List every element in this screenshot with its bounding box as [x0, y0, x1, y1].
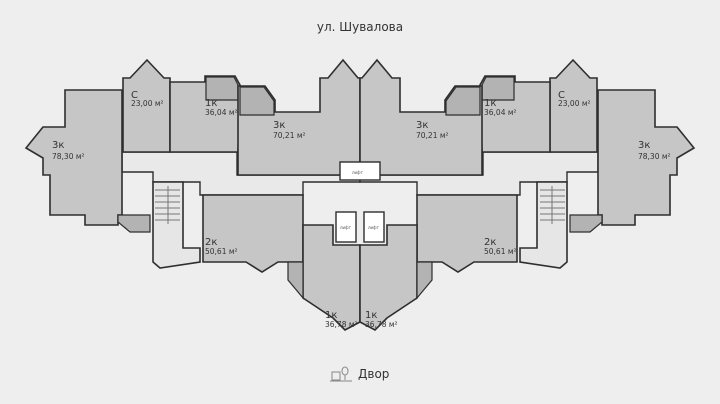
svg-text:23,00 м²: 23,00 м² [558, 99, 591, 108]
lift-label: лифт [352, 170, 364, 175]
yard-label-group: Двор [330, 366, 389, 382]
svg-text:36,78 м²: 36,78 м² [365, 320, 398, 329]
lift-label: лифт [368, 225, 380, 230]
svg-text:1к: 1к [484, 98, 496, 109]
svg-text:36,78 м²: 36,78 м² [325, 320, 358, 329]
street-label: ул. Шувалова [316, 20, 404, 34]
svg-text:36,04 м²: 36,04 м² [484, 108, 517, 117]
courtyard-icon [330, 366, 352, 382]
svg-text:3к: 3к [273, 120, 285, 131]
svg-text:1к: 1к [325, 310, 337, 321]
svg-text:78,30 м²: 78,30 м² [638, 152, 671, 161]
svg-text:70,21 м²: 70,21 м² [416, 131, 449, 140]
svg-text:50,61 м²: 50,61 м² [484, 247, 517, 256]
svg-text:78,30 м²: 78,30 м² [52, 152, 85, 161]
svg-text:3к: 3к [416, 120, 428, 131]
lift [339, 161, 381, 181]
svg-text:36,04 м²: 36,04 м² [205, 108, 238, 117]
svg-text:1к: 1к [205, 98, 217, 109]
svg-text:1к: 1к [365, 310, 377, 321]
svg-text:С: С [131, 90, 138, 101]
yard-label: Двор [358, 367, 390, 381]
lift-label: лифт [340, 225, 352, 230]
svg-text:2к: 2к [205, 237, 217, 248]
svg-text:2к: 2к [484, 237, 496, 248]
svg-text:23,00 м²: 23,00 м² [131, 99, 164, 108]
svg-text:С: С [558, 90, 565, 101]
svg-text:70,21 м²: 70,21 м² [273, 131, 306, 140]
svg-text:3к: 3к [638, 140, 650, 151]
svg-text:3к: 3к [52, 140, 64, 151]
svg-text:50,61 м²: 50,61 м² [205, 247, 238, 256]
